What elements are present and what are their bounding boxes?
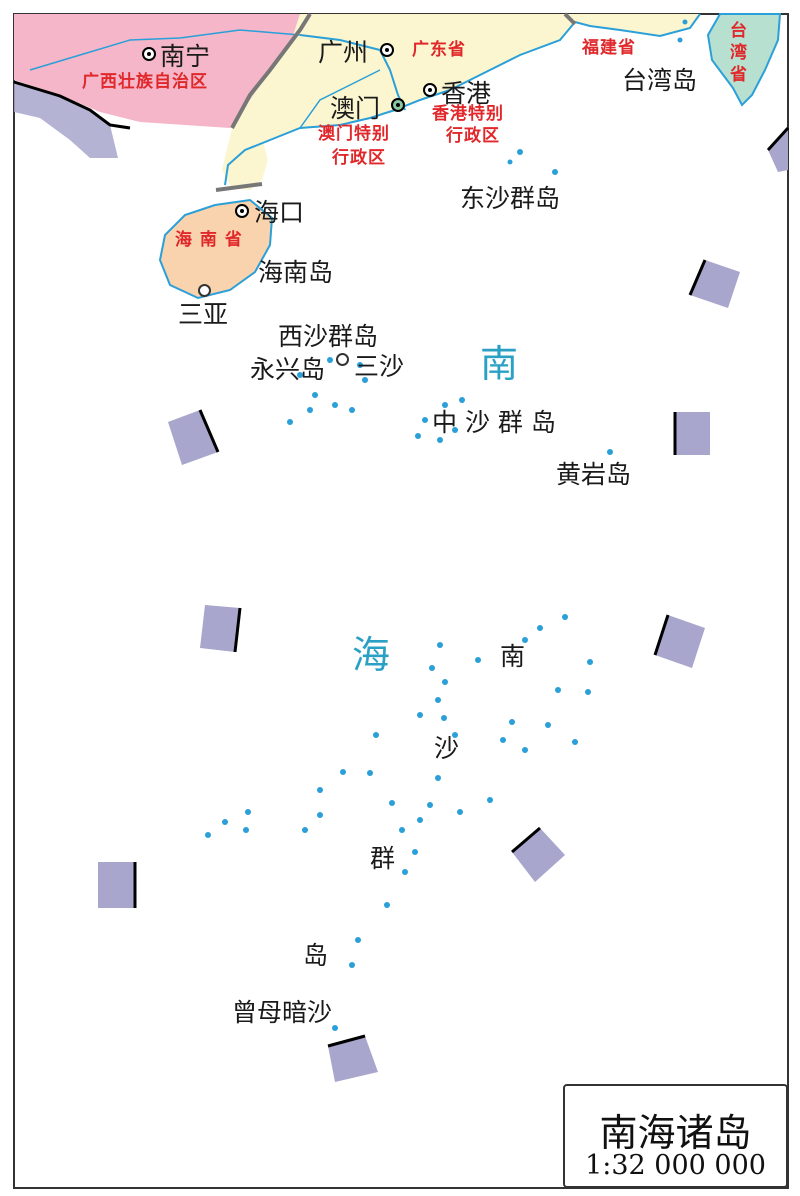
macau-label: 澳门 (330, 94, 381, 123)
macau-sar-line1: 澳门特别 (318, 124, 390, 144)
guangxi-label: 广西壮族自治区 (82, 72, 208, 92)
taiwan-island-shape (706, 13, 782, 107)
fujian-region (565, 14, 700, 36)
taiwan-island-label: 台湾岛 (622, 66, 698, 95)
guangdong-label: 广东省 (412, 40, 466, 60)
legend-scale: 1:32 000 000 (585, 1150, 766, 1181)
map-legend: 南海诸岛 1:32 000 000 (563, 1084, 788, 1188)
sanya-label: 三亚 (178, 300, 229, 329)
guangxi-guangdong-boundary (230, 12, 312, 129)
nansha-char-4: 岛 (303, 941, 329, 970)
haikou-label: 海口 (254, 198, 305, 227)
dash-segment-4 (653, 614, 705, 668)
guangdong-fujian-boundary (563, 12, 577, 26)
dash-segment-6 (327, 1034, 378, 1082)
nansha-char-2: 沙 (434, 734, 460, 763)
macau-sar-line2: 行政区 (332, 148, 386, 168)
hongkong-marker (423, 83, 437, 97)
sea-label-nan: 南 (480, 342, 519, 386)
guangxi-region (14, 14, 300, 128)
hongkong-label: 香港 (441, 79, 492, 108)
taiwan-province-label: 台湾省 (730, 21, 748, 85)
hainan-island-shape (158, 198, 274, 300)
nansha-char-1: 南 (500, 642, 526, 671)
hainan-province-label: 海 南 省 (175, 230, 243, 250)
pearl-river (299, 34, 406, 111)
nanning-label: 南宁 (160, 42, 211, 71)
border-band-northwest (14, 82, 118, 158)
guangzhou-marker (380, 43, 394, 57)
fujian-label: 福建省 (582, 38, 636, 58)
sanya-marker (198, 284, 211, 297)
dash-segment-9 (168, 409, 220, 465)
guangxi-river (29, 29, 301, 71)
hainan-island-label: 海南岛 (258, 258, 334, 287)
hongkong-sar-line2: 行政区 (446, 126, 500, 146)
sea-label-hai: 海 (352, 633, 391, 677)
dongsha-label: 东沙群岛 (460, 184, 561, 213)
sansha-marker (336, 353, 349, 366)
dash-segment-1 (766, 126, 790, 172)
nansha-char-3: 群 (370, 844, 396, 873)
qiongzhou-strait-line (215, 182, 263, 192)
legend-title: 南海诸岛 (599, 1111, 752, 1155)
map-frame (13, 13, 789, 1189)
nanning-marker (142, 47, 156, 61)
hongkong-sar-line1: 香港特别 (432, 104, 504, 124)
sansha-label: 三沙 (354, 352, 405, 381)
macau-marker (391, 98, 405, 112)
dash-segment-8 (200, 605, 242, 653)
border-line-northwest (13, 80, 131, 130)
dash-segment-2 (688, 259, 740, 308)
xisha-label: 西沙群岛 (278, 322, 379, 351)
island-dots (205, 19, 688, 1031)
dash-segment-3 (673, 412, 710, 455)
guangdong-coastline (224, 13, 701, 186)
dash-segment-7 (98, 862, 137, 908)
yongxing-label: 永兴岛 (250, 355, 326, 384)
haikou-marker (235, 204, 249, 218)
dash-segment-5 (511, 826, 565, 882)
huangyan-label: 黄岩岛 (556, 460, 632, 489)
leizhou-peninsula (222, 128, 268, 190)
zhongsha-label: 中 沙 群 岛 (432, 408, 556, 437)
guangzhou-label: 广州 (318, 38, 369, 67)
west-river (299, 69, 381, 129)
zengmu-label: 曾母暗沙 (232, 998, 333, 1027)
